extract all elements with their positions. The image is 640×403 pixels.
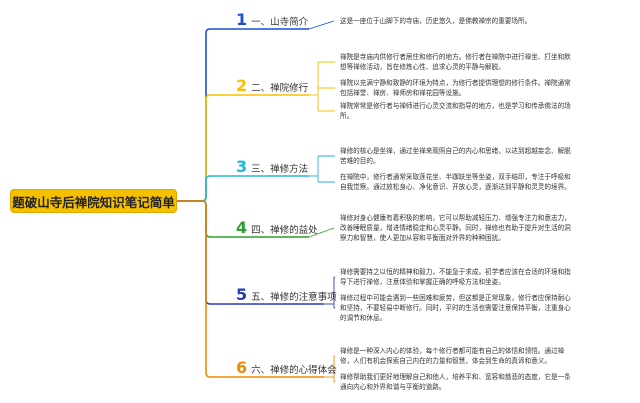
note: 禅院常常是修行者与禅师进行心灵交流和指导的地方，也是学习和传承佛法的场所。 bbox=[340, 101, 571, 121]
note-line: 通向内心和外界和谐与平衡的道路。 bbox=[340, 383, 446, 391]
note-line: 修，人们有机会探索自己内在的力量和智慧，体会到生命的真谛和意义。 bbox=[340, 357, 551, 365]
note-line: 改善睡眠质量，增进情绪稳定和心灵平静。同时，禅修也有助于提升对生活的洞 bbox=[340, 224, 571, 232]
branch-number: 4 bbox=[236, 218, 248, 237]
note: 禅修对身心健康有着积极的影响，它可以帮助减轻压力、增强专注力和意志力， 改善睡眠质… bbox=[340, 213, 571, 243]
note-line: 自我觉察。通过放松身心、净化意识、开放心灵，逐渐达到平静和灵灵的境界。 bbox=[340, 183, 571, 191]
note-line: 这是一座位于山脚下的寺庙，历史悠久，是佛教禅宗的重要场所。 bbox=[340, 17, 532, 25]
note-line: 导下进行禅修，注意体验和掌握正确的呼吸方法和坐姿。 bbox=[340, 278, 505, 286]
branch-number: 3 bbox=[236, 157, 248, 176]
note-connector bbox=[308, 227, 335, 238]
note: 禅院以充满宁静和致静的环境为特点，为修行者提供理想的修行条件。禅院通常包括禅堂、… bbox=[340, 78, 571, 98]
branch-number: 1 bbox=[236, 10, 248, 29]
note-line: 在禅院中，修行者通常采取莲花坐、半跏趺坐等坐姿，双手结印，专注于呼吸和 bbox=[340, 173, 571, 181]
note: 禅修是一种深入内心的体验，每个修行者都可能有自己的体悟和领悟。通过禅修，人们有机… bbox=[340, 346, 564, 366]
note: 禅修需要持之以恒的精神和毅力，不能急于求成。初学者应该在合适的环境和指导下进行禅… bbox=[340, 267, 571, 287]
note-line: 禅修对身心健康有着积极的影响，它可以帮助减轻压力、增强专注力和意志力， bbox=[340, 214, 571, 222]
branch-connector bbox=[177, 175, 309, 202]
note-line: 察力和智慧，使人更加从容和平衡面对外界的种种困扰。 bbox=[340, 234, 505, 242]
branch-label: 四、禅修的益处 bbox=[251, 225, 318, 236]
note-line: 禅修需要持之以恒的精神和毅力，不能急于求成。初学者应该在合适的环境和指 bbox=[340, 268, 571, 276]
note: 在禅院中，修行者通常采取莲花坐、半跏趺坐等坐姿，双手结印，专注于呼吸和自我觉察。… bbox=[340, 172, 571, 192]
branch-label: 二、禅院修行 bbox=[251, 83, 309, 94]
note-line: 和坚持，不要轻易中断修行。同时，平时的生活也需要注意保持平衡，注重身心 bbox=[340, 304, 571, 312]
note: 禅修帮助我们更好地理解自己和他人，培养平和、宽容和慈悲的态度，它是一条通向内心和… bbox=[340, 372, 571, 392]
note-line: 禅修的核心是坐禅，通过坐禅来观照自己的内心和思绪，以达到超越妄念、解脱 bbox=[340, 147, 571, 155]
note: 这是一座位于山脚下的寺庙，历史悠久，是佛教禅宗的重要场所。 bbox=[340, 16, 531, 26]
note-line: 所。 bbox=[340, 112, 354, 120]
branch-connector bbox=[177, 200, 324, 378]
note: 禅修过程中可能会遇到一些困难和疲劳，但这都是正常现象，修行者应保持耐心和坚持，不… bbox=[340, 293, 571, 323]
note-connector bbox=[308, 20, 335, 30]
note: 禅院是寺庙内供修行者居住和修行的地方。修行者在禅院中进行禅坐、打坐和默想等禅修活… bbox=[340, 52, 571, 72]
branch-connector bbox=[177, 94, 309, 202]
note: 禅修的核心是坐禅，通过坐禅来观照自己的内心和思绪，以达到超越妄念、解脱苦难的目的… bbox=[340, 146, 571, 166]
note-line: 禅院常常是修行者与禅师进行心灵交流和指导的地方，也是学习和传承佛法的场 bbox=[340, 102, 571, 110]
note-line: 禅院是寺庙内供修行者居住和修行的地方。修行者在禅院中进行禅坐、打坐和默 bbox=[340, 53, 571, 61]
branch-label: 一、山寺简介 bbox=[251, 17, 309, 28]
note-line: 的调节和休息。 bbox=[340, 314, 387, 322]
note-line: 禅院以充满宁静和致静的环境为特点，为修行者提供理想的修行条件。禅院通常 bbox=[340, 79, 571, 87]
branch-label: 六、禅修的心得体会 bbox=[251, 365, 337, 376]
branch-label: 三、禅修方法 bbox=[251, 164, 309, 175]
note-line: 禅修是一种深入内心的体验，每个修行者都可能有自己的体悟和领悟。通过禅 bbox=[340, 347, 565, 355]
branch-number: 6 bbox=[236, 358, 248, 377]
note-line: 想等禅修活动，旨在修炼心性、追求心灵的平静与解脱。 bbox=[340, 63, 505, 71]
branch-label: 五、禅修的注意事项 bbox=[251, 292, 337, 303]
note-line: 苦难的目的。 bbox=[340, 157, 380, 165]
branch-number: 5 bbox=[236, 285, 248, 304]
branch-number: 2 bbox=[236, 76, 248, 95]
note-line: 包括禅堂、禅房、禅师房和禅花园等设施。 bbox=[340, 89, 466, 97]
note-line: 禅修过程中可能会遇到一些困难和疲劳，但这都是正常现象，修行者应保持耐心 bbox=[340, 294, 571, 302]
root-topic[interactable]: 题破山寺后禅院知识笔记简单 bbox=[10, 189, 177, 213]
note-line: 禅修帮助我们更好地理解自己和他人，培养平和、宽容和慈悲的态度，它是一条 bbox=[340, 373, 571, 381]
